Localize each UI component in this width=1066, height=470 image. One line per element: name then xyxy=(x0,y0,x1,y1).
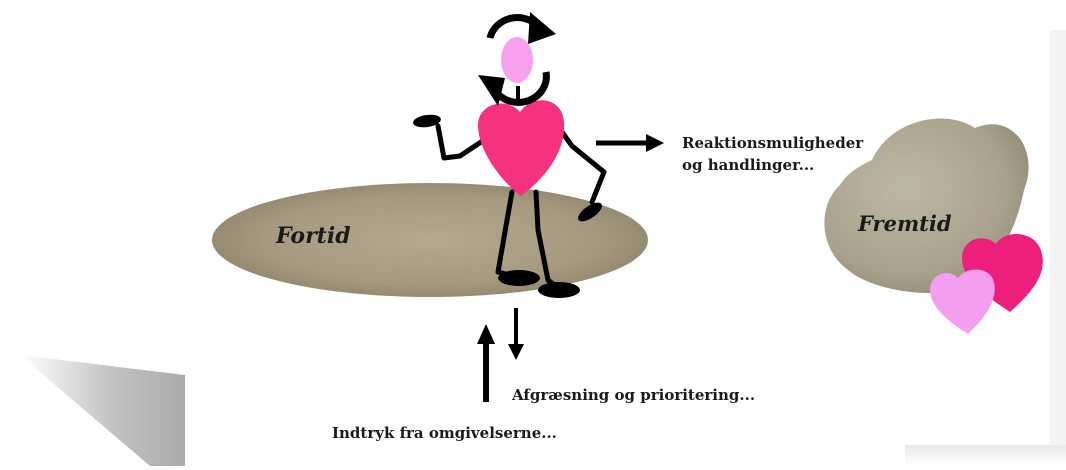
left-hand xyxy=(413,114,441,128)
reactions-arrowhead xyxy=(646,134,664,152)
rotation-arrowhead-top xyxy=(528,12,556,44)
up-arrowhead xyxy=(477,324,495,344)
right-foot xyxy=(538,282,580,298)
right-hand xyxy=(578,202,602,222)
small-heart-pink xyxy=(930,269,995,334)
reactions-label-line2: og handlinger... xyxy=(682,156,815,174)
down-arrowhead xyxy=(508,344,524,360)
delimitation-label: Afgræsning og prioritering... xyxy=(512,386,756,404)
figure-arms xyxy=(435,123,607,205)
rotation-arrowhead-bottom xyxy=(478,75,505,106)
small-heart-magenta xyxy=(962,233,1043,312)
future-label: Fremtid xyxy=(858,211,952,236)
shadow-right-edge xyxy=(1050,30,1066,446)
body-heart xyxy=(478,100,565,196)
head xyxy=(501,37,533,83)
left-foot xyxy=(498,270,540,286)
past-label: Fortid xyxy=(276,223,351,249)
impressions-label: Indtryk fra omgivelserne... xyxy=(332,424,557,442)
reactions-label-line1: Reaktionsmuligheder xyxy=(682,134,864,152)
shadow-wedge xyxy=(20,355,185,466)
shadow-under-right xyxy=(905,445,1066,466)
